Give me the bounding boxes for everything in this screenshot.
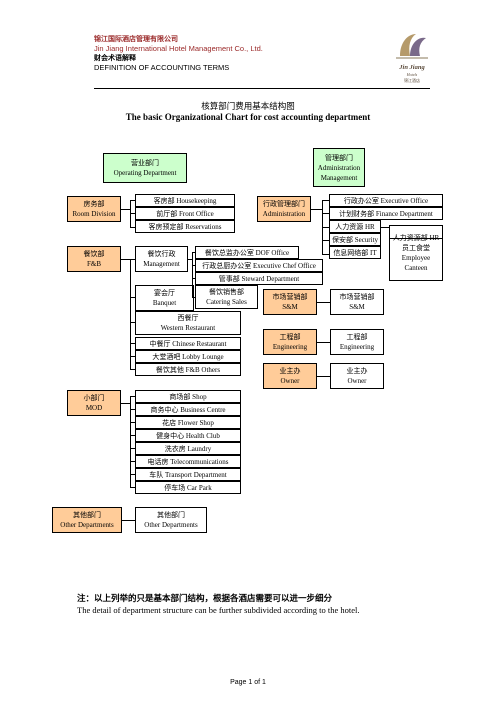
logo-sub-text: Hotels: [406, 72, 418, 77]
hr-box: 人力资源 HR: [329, 220, 381, 233]
lobby-lounge-box: 大堂酒吧 Lobby Lounge: [135, 350, 241, 363]
canteen-en1: Employee: [401, 254, 431, 262]
note-cn: 注：以上列举的只是基本部门结构，根据各酒店需要可以进一步细分: [77, 594, 333, 604]
business-centre-box: 商务中心 Business Centre: [135, 403, 241, 416]
steward-department-box: 管事部 Steward Department: [195, 272, 323, 285]
transport-department-box: 车队 Transport Department: [135, 468, 241, 481]
shop-box: 商场部 Shop: [135, 390, 241, 403]
hr-canteen-box: 人力资源部 HR 员工食堂 Employee Canteen: [389, 225, 443, 281]
page-number: Page 1 of 1: [230, 679, 266, 686]
sales-marketing-detail-box: 市场营销部 S&M: [330, 289, 384, 315]
note-en: The detail of department structure can b…: [77, 605, 360, 615]
logo-cn-text: 锦江酒店: [404, 78, 420, 83]
reservations-box: 客房预定部 Reservations: [135, 220, 235, 233]
fb-management-en: Management: [143, 260, 180, 268]
administration-cn: 行政管理部门: [263, 200, 305, 208]
engineering-en: Engineering: [272, 343, 308, 351]
catering-sales-en: Catering Sales: [206, 298, 247, 306]
admin-management-box: 管理部门 Administration Management: [313, 148, 365, 187]
logo-brand-text: Jin Jiang: [399, 64, 425, 71]
canteen-en2: Canteen: [404, 264, 428, 272]
fb-others-box: 餐饮其他 F&B Others: [135, 363, 241, 376]
owner-detail-box: 业主办 Owner: [330, 363, 384, 389]
chart-title-cn: 核算部门费用基本结构图: [201, 102, 295, 112]
banquet-cn: 宴会厅: [154, 289, 175, 297]
sales-marketing-detail-cn: 市场营销部: [339, 293, 375, 301]
document-title-cn: 财会术语解释: [94, 54, 136, 62]
western-restaurant-cn: 西餐厅: [177, 314, 199, 322]
other-departments-detail-box: 其他部门 Other Departments: [135, 507, 207, 533]
sales-marketing-cn: 市场营销部: [272, 293, 308, 301]
document-title-en: DEFINITION OF ACCOUNTING TERMS: [94, 63, 230, 72]
western-restaurant-box: 西餐厅 Western Restaurant: [135, 311, 241, 335]
owner-box: 业主办 Owner: [263, 363, 317, 389]
operating-department-en: Operating Department: [113, 169, 177, 177]
engineering-detail-cn: 工程部: [346, 333, 368, 341]
it-box: 信息网络部 IT: [329, 246, 381, 259]
mod-box: 小部门 MOD: [67, 390, 121, 416]
executive-office-box: 行政办公室 Executive Office: [329, 194, 443, 207]
other-departments-detail-cn: 其他部门: [157, 511, 185, 519]
chinese-restaurant-box: 中餐厅 Chinese Restaurant: [135, 337, 241, 350]
operating-department-box: 营业部门 Operating Department: [103, 153, 187, 183]
admin-management-cn: 管理部门: [325, 153, 353, 162]
admin-management-en1: Administration: [317, 163, 361, 172]
banquet-box: 宴会厅 Banquet: [135, 285, 194, 311]
owner-detail-en: Owner: [347, 377, 367, 385]
engineering-box: 工程部 Engineering: [263, 329, 317, 355]
company-name-cn: 锦江国际酒店管理有限公司: [94, 35, 178, 43]
other-departments-cn: 其他部门: [73, 511, 101, 519]
laundry-box: 洗衣房 Laundry: [135, 442, 241, 455]
car-park-box: 停车场 Car Park: [135, 481, 241, 494]
company-name-en: Jin Jiang International Hotel Management…: [94, 44, 263, 53]
owner-cn: 业主办: [279, 367, 301, 375]
operating-department-cn: 营业部门: [131, 159, 159, 167]
engineering-detail-box: 工程部 Engineering: [330, 329, 384, 355]
admin-management-en2: Management: [320, 173, 358, 182]
canteen-cn: 员工食堂: [402, 244, 430, 252]
owner-en: Owner: [280, 377, 300, 385]
mod-cn: 小部门: [83, 394, 105, 402]
fb-management-box: 餐饮行政 Management: [135, 246, 188, 272]
sales-marketing-box: 市场营销部 S&M: [263, 289, 317, 315]
dof-office-box: 餐饮总监办公室 DOF Office: [195, 246, 299, 259]
finance-department-box: 计划财务部 Finance Department: [329, 207, 443, 220]
fb-en: F&B: [86, 260, 101, 268]
security-box: 保安部 Security: [329, 233, 381, 246]
owner-detail-cn: 业主办: [346, 367, 368, 375]
front-office-box: 前厅部 Front Office: [135, 207, 235, 220]
western-restaurant-en: Western Restaurant: [160, 324, 216, 332]
fb-box: 餐饮部 F&B: [67, 246, 121, 272]
sales-marketing-en: S&M: [282, 303, 298, 311]
executive-chef-office-box: 行政总厨办公室 Executive Chef Office: [195, 259, 323, 272]
housekeeping-box: 客房部 Housekeeping: [135, 194, 235, 207]
fb-cn: 餐饮部: [83, 250, 105, 258]
logo-emblem-icon: [396, 34, 428, 59]
other-departments-en: Other Departments: [60, 521, 114, 529]
health-club-box: 健身中心 Health Club: [135, 429, 241, 442]
banquet-en: Banquet: [152, 299, 177, 307]
catering-sales-cn: 餐饮销售部: [209, 288, 244, 296]
sales-marketing-detail-en: S&M: [349, 303, 365, 311]
flower-shop-box: 花店 Flower Shop: [135, 416, 241, 429]
telecommunications-box: 电话房 Telecommunications: [135, 455, 241, 468]
header-rule: [94, 88, 430, 89]
administration-en: Administration: [262, 210, 306, 218]
room-division-cn: 房务部: [83, 200, 105, 208]
administration-box: 行政管理部门 Administration: [257, 196, 311, 222]
other-departments-detail-en: Other Departments: [144, 521, 198, 529]
jinjiang-logo: Jin Jiang Hotels 锦江酒店: [386, 30, 438, 86]
engineering-cn: 工程部: [279, 333, 301, 341]
room-division-en: Room Division: [72, 210, 116, 218]
engineering-detail-en: Engineering: [339, 343, 375, 351]
fb-management-cn: 餐饮行政: [147, 250, 176, 258]
chart-title-en: The basic Organizational Chart for cost …: [125, 112, 371, 122]
other-departments-box: 其他部门 Other Departments: [52, 507, 122, 533]
catering-sales-box: 餐饮销售部 Catering Sales: [195, 285, 258, 309]
mod-en: MOD: [85, 404, 103, 412]
room-division-box: 房务部 Room Division: [67, 196, 121, 222]
